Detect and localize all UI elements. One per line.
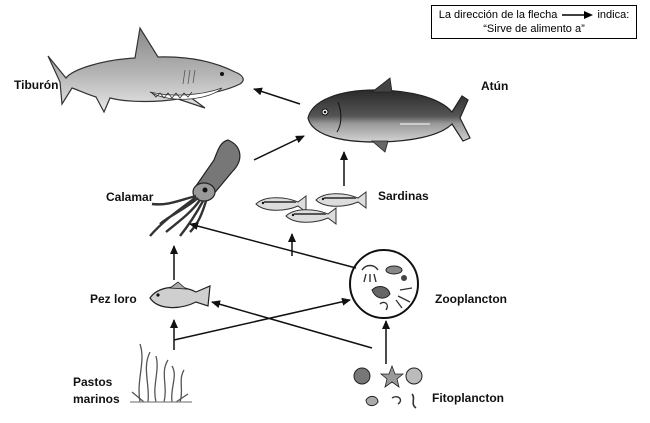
label-calamar: Calamar <box>106 190 154 204</box>
label-fitoplancton: Fitoplancton <box>432 391 504 405</box>
legend-prefix: La dirección de la flecha <box>438 9 558 21</box>
parrotfish-illustration <box>149 281 211 309</box>
label-atun: Atún <box>481 79 509 93</box>
arrow-fitoplancton-to-pezloro <box>211 300 373 349</box>
arrow-atun-to-tiburon <box>253 87 301 105</box>
label-tiburon: Tiburón <box>14 78 59 92</box>
arrow-pastos-to-zooplancton <box>173 297 351 341</box>
legend-line-1: La dirección de la flecha indica: <box>432 8 636 22</box>
food-web-arrows <box>170 87 390 364</box>
seagrass-illustration <box>130 343 192 403</box>
phytoplankton-illustration <box>353 364 423 409</box>
legend-line-2: “Sirve de alimento a” <box>483 23 585 35</box>
legend-box: La dirección de la flecha indica: “Sirve… <box>431 5 637 39</box>
label-pastos-marinos-line2: marinos <box>73 392 120 406</box>
legend-suffix: indica: <box>597 9 630 21</box>
sardines-illustration <box>255 191 367 225</box>
label-pez-loro: Pez loro <box>90 292 137 306</box>
tuna-illustration <box>307 77 471 153</box>
label-zooplancton: Zooplancton <box>435 292 507 306</box>
zooplankton-illustration <box>349 249 419 319</box>
label-sardinas: Sardinas <box>378 189 429 203</box>
arrow-zooplancton-to-calamar <box>189 222 357 269</box>
arrow-calamar-to-atun <box>253 135 305 161</box>
shark-illustration <box>47 26 244 114</box>
squid-illustration <box>149 139 241 237</box>
legend-arrow-icon <box>562 11 594 20</box>
label-pastos-marinos-line1: Pastos <box>73 375 113 389</box>
